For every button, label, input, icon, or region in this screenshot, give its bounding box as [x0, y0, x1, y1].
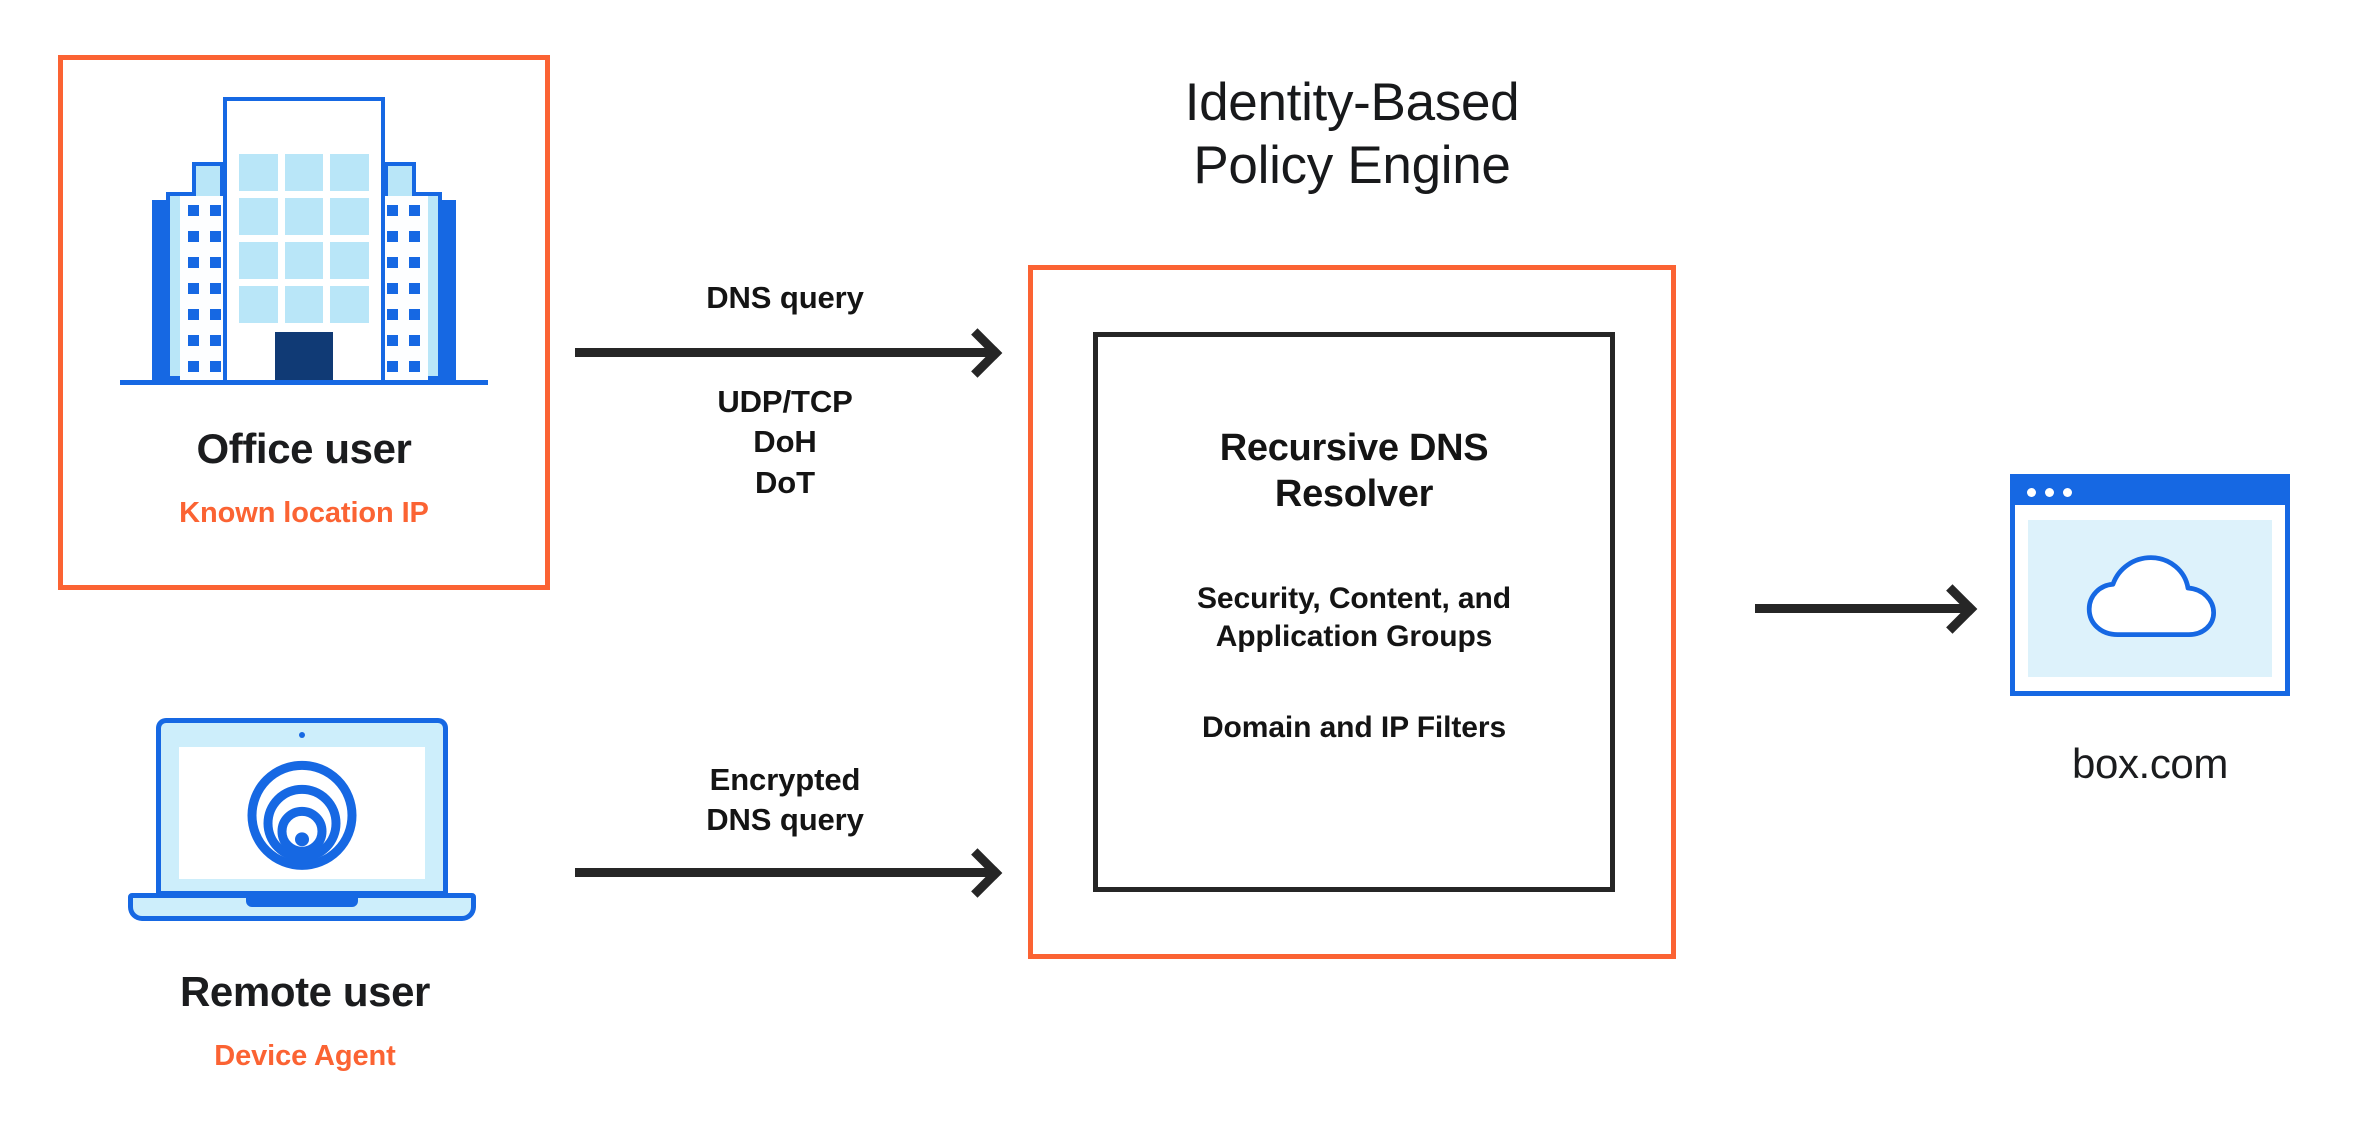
flow-label-line: DNS query — [706, 280, 864, 315]
remote-user-subtitle: Device Agent — [214, 1040, 396, 1072]
laptop-trackpad-notch — [246, 898, 358, 907]
resolver-heading: Recursive DNS Resolver — [1139, 425, 1569, 518]
flow-label-line: DoT — [755, 464, 815, 500]
flow-label-line: DoH — [753, 424, 817, 460]
office-user-card — [58, 55, 550, 590]
office-user-subtitle: Known location IP — [179, 497, 429, 529]
laptop-screen — [179, 747, 425, 879]
laptop-camera-icon — [299, 732, 305, 738]
destination-label: box.com — [2072, 740, 2228, 787]
policy-engine-title-line: Policy Engine — [1193, 135, 1511, 195]
arrow-engine-to-destination — [1755, 604, 1965, 613]
resolver-detail-line: Application Groups — [1215, 620, 1493, 654]
resolver-heading-line: Resolver — [1274, 473, 1434, 516]
browser-dot-icon — [2027, 487, 2036, 497]
flow-label-line: DNS query — [706, 802, 864, 838]
resolver-detail-groups: Security, Content, and Application Group… — [1134, 580, 1574, 657]
laptop-lid — [156, 718, 448, 896]
policy-engine-card — [1028, 265, 1676, 959]
recursive-dns-resolver-card: Recursive DNS Resolver Security, Content… — [1093, 332, 1615, 892]
building-left-slab — [152, 200, 166, 380]
flow-label-protocols: UDP/TCP DoH DoT — [575, 382, 995, 503]
browser-window-cloud-icon — [2010, 474, 2290, 696]
arrow-remote-to-engine — [575, 868, 990, 877]
wifi-signal-icon — [244, 757, 360, 873]
building-right-slab — [442, 200, 456, 380]
building-door-icon — [275, 332, 333, 380]
office-user-title: Office user — [196, 425, 412, 472]
resolver-heading-line: Recursive DNS — [1219, 427, 1489, 469]
building-window-dots — [188, 205, 199, 372]
policy-engine-title: Identity-Based Policy Engine — [1028, 72, 1676, 197]
browser-viewport — [2028, 520, 2272, 677]
building-central-tower — [223, 97, 385, 380]
remote-user-title: Remote user — [179, 968, 431, 1015]
office-building-icon — [120, 95, 488, 385]
flow-label-dns-query: DNS query — [575, 278, 995, 318]
building-window-grid — [239, 154, 369, 323]
browser-dot-icon — [2063, 487, 2072, 497]
resolver-detail-line: Domain and IP Filters — [1201, 710, 1507, 744]
building-ground-line — [120, 380, 488, 385]
browser-titlebar — [2015, 479, 2285, 505]
flow-label-encrypted-dns-query: Encrypted DNS query — [575, 760, 995, 841]
building-window-dots — [387, 205, 398, 372]
laptop-base — [128, 893, 476, 921]
policy-engine-title-line: Identity-Based — [1184, 73, 1520, 132]
resolver-detail-line: Security, Content, and — [1197, 581, 1511, 615]
arrow-office-to-engine — [575, 348, 990, 357]
laptop-wifi-icon — [128, 718, 476, 928]
flow-label-line: UDP/TCP — [717, 384, 853, 419]
building-window-dots — [210, 205, 221, 372]
resolver-detail-filters: Domain and IP Filters — [1134, 709, 1574, 747]
flow-label-line: Encrypted — [709, 762, 861, 797]
cloud-icon — [2086, 555, 2217, 637]
browser-dot-icon — [2045, 487, 2054, 497]
building-window-dots — [409, 205, 420, 372]
